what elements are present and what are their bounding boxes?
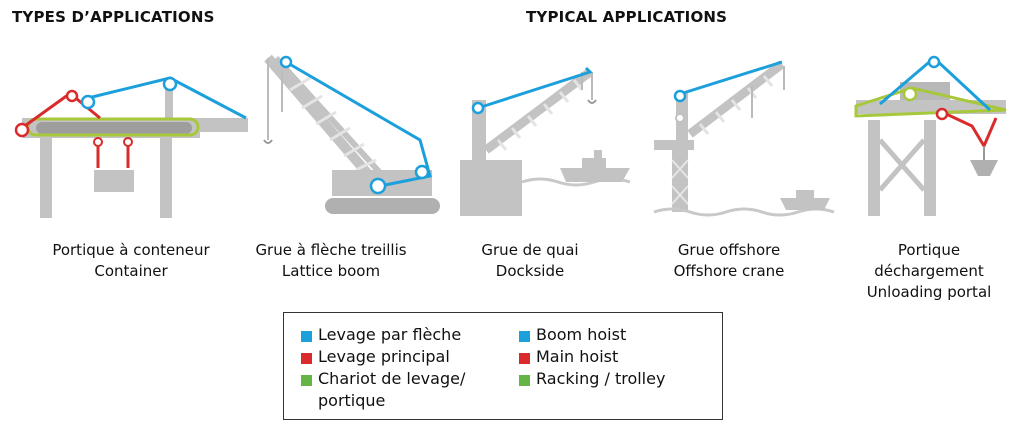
caption-line-fr: Portique à conteneur <box>52 241 210 259</box>
caption-container: Portique à conteneur Container <box>41 240 221 282</box>
main-hoist-swatch-en <box>519 353 530 364</box>
caption-line-3: Unloading portal <box>866 283 992 301</box>
trolley-swatch <box>301 375 312 386</box>
heading-french: TYPES D’APPLICATIONS <box>12 8 215 26</box>
legend-en-main-hoist: Main hoist <box>536 347 619 366</box>
legend-fr-trolley-line1: Chariot de levage/ <box>318 369 466 388</box>
main-hoist-swatch <box>301 353 312 364</box>
caption-dockside: Grue de quai Dockside <box>440 240 620 282</box>
caption-line-1: Portique <box>897 241 961 259</box>
container-portal-crane-icon <box>14 76 248 218</box>
caption-line-en: Container <box>94 262 168 280</box>
caption-unloading-portal: Portique déchargement Unloading portal <box>839 240 1019 303</box>
legend-en-trolley: Racking / trolley <box>536 369 666 388</box>
unloading-portal-crane-icon <box>854 55 1007 216</box>
caption-offshore: Grue offshore Offshore crane <box>639 240 819 282</box>
legend-fr-boom-hoist: Levage par flèche <box>318 325 462 344</box>
caption-line-fr: Grue à flèche treillis <box>255 241 407 259</box>
caption-line-2: déchargement <box>874 262 984 280</box>
caption-line-fr: Grue offshore <box>677 241 781 259</box>
legend-en-boom-hoist: Boom hoist <box>536 325 627 344</box>
caption-line-en: Dockside <box>495 262 565 280</box>
boom-hoist-swatch-en <box>519 331 530 342</box>
legend-fr-main-hoist: Levage principal <box>318 347 450 366</box>
caption-line-en: Lattice boom <box>281 262 381 280</box>
trolley-swatch-en <box>519 375 530 386</box>
boom-hoist-swatch <box>301 331 312 342</box>
legend-fr-trolley-line2: portique <box>318 391 386 410</box>
crane-illustrations <box>14 54 1007 218</box>
lattice-boom-crane-icon <box>263 54 440 214</box>
dockside-crane-icon <box>460 66 631 216</box>
legend-box: Levage par flèche Levage principal Chari… <box>283 312 723 420</box>
offshore-crane-icon <box>653 60 835 217</box>
heading-english: TYPICAL APPLICATIONS <box>526 8 728 26</box>
caption-lattice-boom: Grue à flèche treillis Lattice boom <box>241 240 421 282</box>
caption-line-en: Offshore crane <box>673 262 785 280</box>
caption-line-fr: Grue de quai <box>481 241 579 259</box>
